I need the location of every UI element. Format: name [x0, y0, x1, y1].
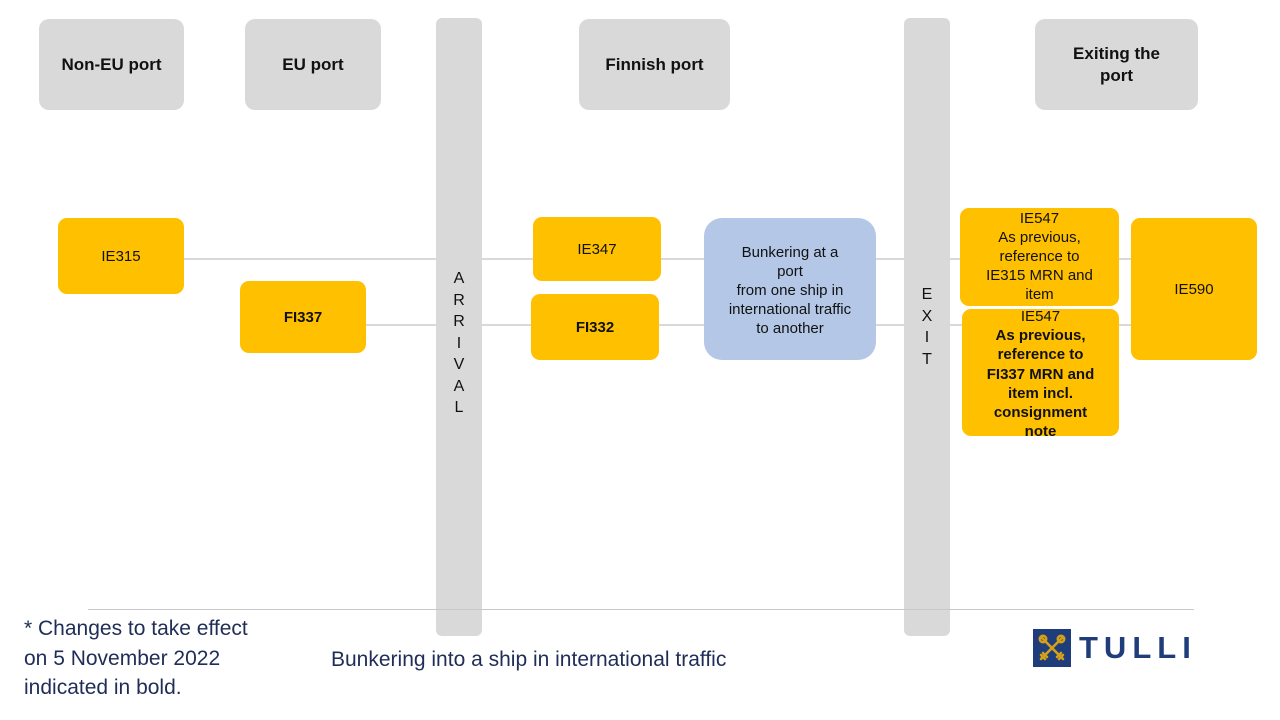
exit-letter: X [921, 307, 933, 325]
box-fi337: FI337 [240, 281, 366, 353]
ie547-fi337-body: As previous, reference to FI337 MRN and … [986, 327, 1095, 441]
arrival-letter: L [454, 399, 464, 416]
box-fi332: FI332 [531, 294, 659, 360]
box-ie347: IE347 [533, 217, 661, 281]
exit-letter: E [921, 286, 933, 303]
header-eu-port: EU port [245, 19, 381, 110]
box-ie547-ie315: IE547 As previous, reference to IE315 MR… [960, 208, 1119, 306]
exit-letter: I [924, 329, 930, 346]
box-ie590: IE590 [1131, 218, 1257, 360]
footnote: * Changes to take effect on 5 November 2… [24, 617, 248, 699]
ie547-fi337-title: IE547 [1020, 308, 1061, 325]
arrival-letter: R [453, 291, 465, 309]
header-non-eu-port: Non-EU port [39, 19, 184, 110]
footer-divider [88, 609, 1194, 610]
header-exiting-port: Exiting the port [1035, 19, 1198, 110]
arrival-letter: A [453, 377, 465, 395]
arrival-letter: I [456, 334, 462, 352]
arrival-letter: R [453, 313, 465, 330]
tulli-emblem-icon [1033, 629, 1071, 667]
arrival-letter: V [453, 356, 465, 373]
exit-letter: T [922, 350, 932, 368]
box-ie315: IE315 [58, 218, 184, 294]
box-bunkering: Bunkering at a port from one ship in int… [704, 218, 876, 360]
tulli-logo: TULLI [1033, 629, 1198, 667]
tulli-logo-text: TULLI [1079, 630, 1197, 665]
arrival-letter: A [453, 270, 465, 287]
diagram-caption: Bunkering into a ship in international t… [331, 648, 727, 671]
header-finnish-port: Finnish port [579, 19, 730, 110]
box-ie547-fi337: IE547 As previous, reference to FI337 MR… [962, 308, 1119, 440]
